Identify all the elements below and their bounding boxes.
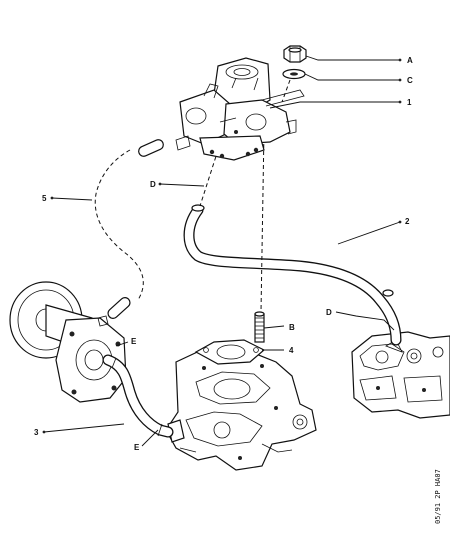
callout-e-bottom: E xyxy=(134,443,140,452)
callout-e-top: E xyxy=(131,337,137,346)
pipe-part-2 xyxy=(183,204,402,346)
nut-part-a xyxy=(283,45,307,63)
stud-part-b xyxy=(254,311,265,343)
callout-d-top: D xyxy=(150,180,156,189)
callout-1: 1 xyxy=(407,98,412,107)
callout-c: C xyxy=(407,76,413,85)
carburettor-part-1 xyxy=(175,57,305,161)
hose-part-3 xyxy=(102,354,174,438)
callout-3: 3 xyxy=(34,428,39,437)
intake-manifold xyxy=(165,347,317,471)
engine-block xyxy=(351,331,450,419)
hose-part-5 xyxy=(94,139,164,319)
leader-lines xyxy=(42,55,402,447)
callout-2: 2 xyxy=(405,217,410,226)
callout-labels: A C 1 D 5 2 D B 4 E 3 E xyxy=(34,56,413,452)
water-pump xyxy=(9,281,127,403)
callout-4: 4 xyxy=(289,346,294,355)
callout-5: 5 xyxy=(42,194,47,203)
callout-a: A xyxy=(407,56,413,65)
assembly-lines xyxy=(199,79,291,313)
reference-code: 05/91 2P HA07 xyxy=(434,469,442,524)
callout-d-right: D xyxy=(326,308,332,317)
callout-b: B xyxy=(289,323,295,332)
washer-part-c xyxy=(282,68,306,80)
